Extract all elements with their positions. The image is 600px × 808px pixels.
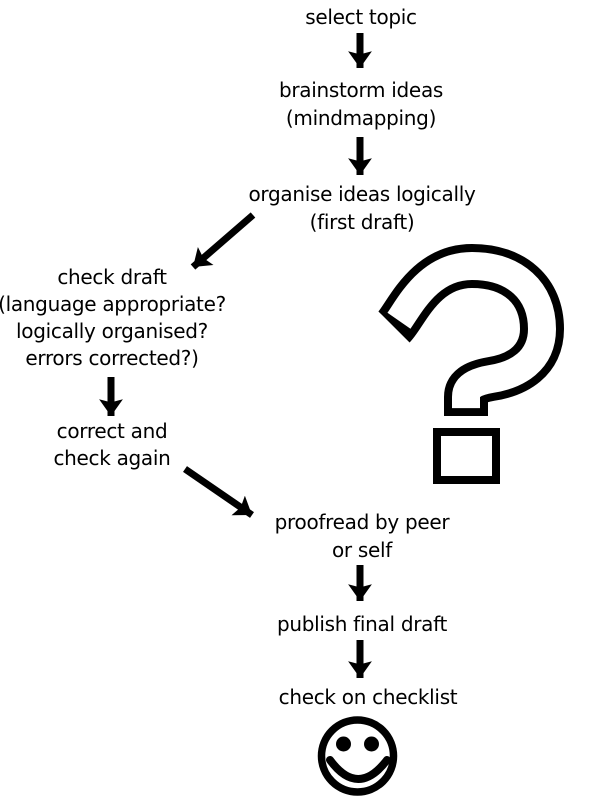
flow-node-line: or self <box>331 538 393 562</box>
flow-arrows <box>99 33 372 678</box>
flow-node-check-draft: check draft (language appropriate? logic… <box>0 264 226 372</box>
question-mark-icon <box>377 244 564 484</box>
flow-node-line: (language appropriate? <box>0 292 226 316</box>
smiley-icon <box>317 716 398 796</box>
flow-node-proofread: proofread by peer or self <box>275 508 450 564</box>
flow-node-line: logically organised? <box>16 319 208 343</box>
smiley-right-eye-icon <box>364 736 379 752</box>
question-mark-dot <box>433 428 500 484</box>
flow-node-line: publish final draft <box>276 612 448 636</box>
flow-node-line: errors corrected?) <box>25 346 199 370</box>
flow-node-line: check again <box>53 446 171 470</box>
flow-node-line: brainstorm ideas <box>278 78 444 102</box>
flow-node-organise: organise ideas logically (first draft) <box>248 180 475 236</box>
arrow-organise-to-checkdraft <box>190 212 256 270</box>
flow-node-line: proofread by peer <box>274 510 450 534</box>
flow-node-line: (mindmapping) <box>285 106 437 130</box>
arrow-correct-to-proofread <box>183 466 254 518</box>
flow-node-line: check draft <box>57 265 167 289</box>
flow-node-checklist: check on checklist <box>279 683 458 711</box>
flow-node-brainstorm: brainstorm ideas (mindmapping) <box>279 76 443 132</box>
flow-node-line: select topic <box>305 5 417 29</box>
flow-node-line: correct and <box>56 419 168 443</box>
smiley-mouth <box>326 756 391 783</box>
flow-node-line: check on checklist <box>278 685 458 709</box>
question-mark-hook-fill <box>383 252 556 416</box>
smiley-left-eye-icon <box>336 736 351 752</box>
flow-node-line: organise ideas logically <box>248 182 476 206</box>
flow-node-correct: correct and check again <box>53 418 170 472</box>
flow-node-select-topic: select topic <box>305 3 417 31</box>
flow-node-publish: publish final draft <box>277 610 447 638</box>
flow-node-line: (first draft) <box>309 210 415 234</box>
